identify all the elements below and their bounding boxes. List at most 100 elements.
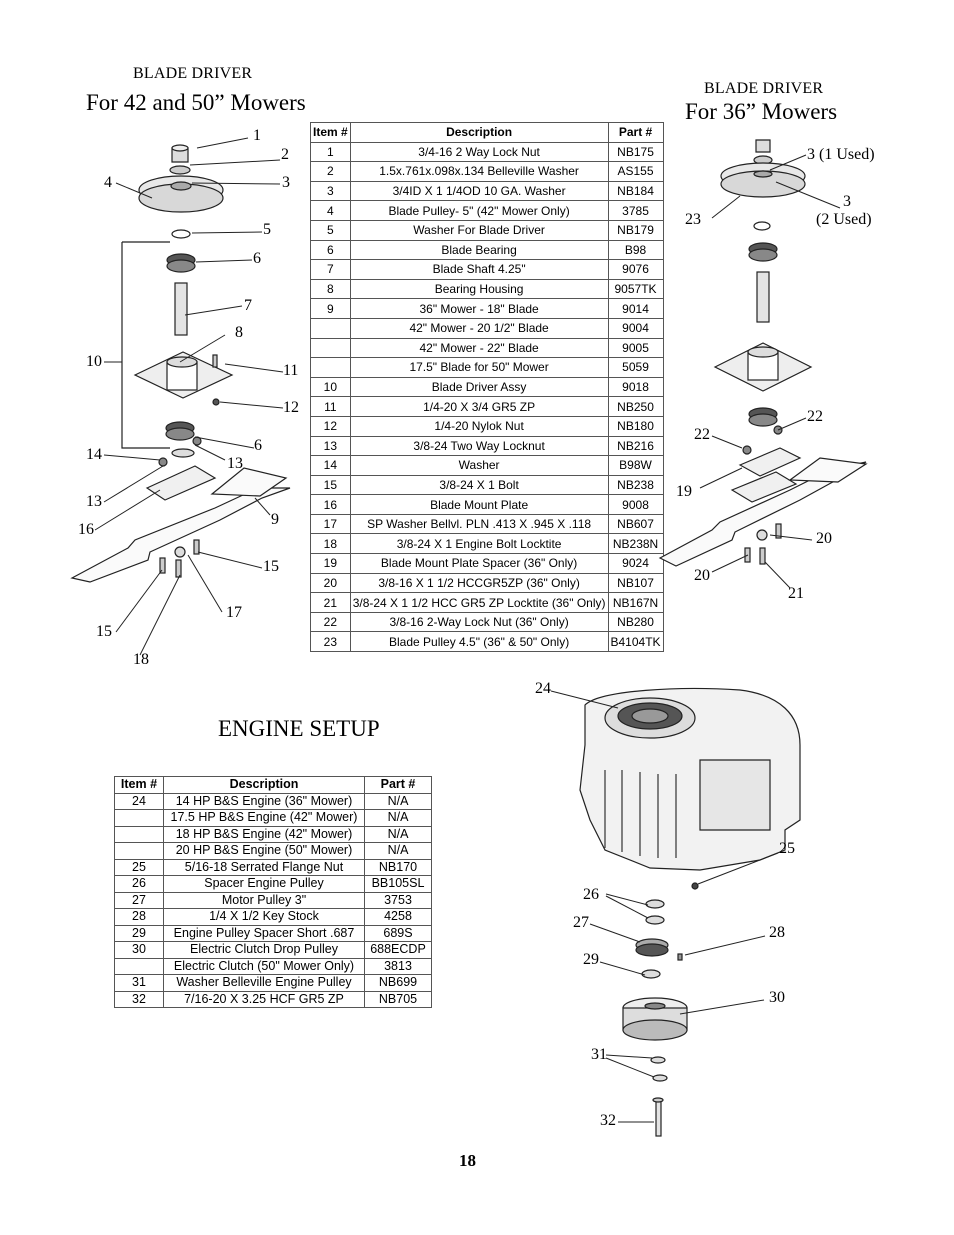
left-header-title: For 42 and 50” Mowers (86, 90, 306, 115)
blade-table-part-number: NB216 (607, 435, 664, 457)
callout-5: 5 (263, 221, 271, 238)
callout-2: 2 (281, 146, 289, 163)
engine-table-description: 20 HP B&S Engine (50" Mower) (163, 842, 365, 860)
right-callout-leaders (699, 154, 841, 589)
callout-13b: 13 (86, 493, 102, 510)
engine-diagram (579, 687, 801, 1137)
right-header-line1: BLADE DRIVER (704, 80, 824, 97)
callout-24: 24 (535, 680, 551, 697)
blade-table-part-number: B4104TK (607, 631, 664, 653)
engine-table-description: Spacer Engine Pulley (163, 875, 365, 893)
callout-29: 29 (583, 951, 599, 968)
engine-table-part-number: NB170 (364, 858, 432, 876)
engine-table-description: 1/4 X 1/2 Key Stock (163, 908, 365, 926)
callout-r3-one-used: 3 (1 Used) (807, 146, 875, 163)
right-header-title: For 36” Mowers (685, 99, 838, 124)
callout-r3: 3 (843, 193, 851, 210)
left-header-line1: BLADE DRIVER (133, 65, 253, 82)
blade-table-part-number: NB180 (607, 415, 664, 437)
blade-table-description: Blade Mount Plate (349, 494, 609, 515)
callout-22b: 22 (694, 426, 710, 443)
blade-table-description: 36" Mower - 18" Blade (349, 298, 609, 319)
engine-table-part-number: 3813 (364, 957, 432, 975)
callout-4: 4 (104, 174, 112, 191)
blade-table-description: 3/8-24 X 1 Engine Bolt Locktite (349, 533, 609, 555)
blade-table-description: Blade Pulley 4.5" (36" & 50" Only) (349, 631, 609, 653)
blade-table-part-number: 9057TK (607, 278, 664, 300)
left-callout-leaders (94, 137, 284, 656)
engine-table-part-number: NB705 (364, 990, 432, 1008)
page-number: 18 (459, 1151, 476, 1170)
blade-table-description: Blade Mount Plate Spacer (36" Only) (349, 553, 609, 574)
blade-table-item-number: 20 (310, 572, 351, 594)
callout-3: 3 (282, 174, 290, 191)
engine-table-item-number: 32 (114, 990, 164, 1008)
blade-table-description: 1.5x.761x.098x.134 Belleville Washer (349, 161, 609, 182)
callout-20b: 20 (694, 567, 710, 584)
engine-table-description: 7/16-20 X 3.25 HCF GR5 ZP (163, 990, 365, 1008)
callout-15b: 15 (96, 623, 112, 640)
blade-table-part-number: NB184 (607, 180, 664, 202)
callout-19: 19 (676, 483, 692, 500)
blade-table-item-number: 12 (310, 415, 351, 437)
callout-8: 8 (235, 324, 243, 341)
callout-31: 31 (591, 1046, 607, 1063)
blade-table-part-number: 9014 (607, 298, 664, 319)
blade-table-description: Bearing Housing (349, 278, 609, 300)
engine-table-part-number: NB699 (364, 974, 432, 992)
engine-table-part-number: 4258 (364, 908, 432, 926)
blade-table-part-number: NB167N (607, 592, 664, 613)
engine-table-row: 18 HP B&S Engine (42" Mower)N/A (114, 825, 432, 843)
callout-16: 16 (78, 521, 94, 538)
callout-7: 7 (244, 297, 252, 314)
callout-21: 21 (788, 585, 804, 602)
callout-17: 17 (226, 604, 242, 621)
blade-table-part-number: NB238N (607, 533, 664, 555)
blade-table-part-number: NB107 (607, 572, 664, 594)
engine-table-part-number: N/A (364, 792, 432, 810)
left-blade-driver-diagram (70, 144, 291, 583)
callout-14: 14 (86, 446, 102, 463)
callout-22: 22 (807, 408, 823, 425)
engine-setup-title: ENGINE SETUP (218, 716, 380, 741)
callout-20: 20 (816, 530, 832, 547)
blade-table-item-number: 18 (310, 533, 351, 555)
blade-table-description: 3/8-24 X 1 1/2 HCC GR5 ZP Locktite (36" … (349, 592, 609, 613)
blade-table-part-number: NB238 (607, 474, 664, 496)
callout-18: 18 (133, 651, 149, 668)
callout-1: 1 (253, 127, 261, 144)
callout-6b: 6 (254, 437, 262, 454)
blade-table-part-number: NB250 (607, 396, 664, 417)
callout-26: 26 (583, 886, 599, 903)
callout-13: 13 (227, 455, 243, 472)
callout-10: 10 (86, 353, 102, 370)
blade-table-description: 1/4-20 X 3/4 GR5 ZP (349, 396, 609, 417)
right-blade-driver-diagram (658, 139, 868, 567)
engine-table-part-number: 689S (364, 924, 432, 942)
callout-6: 6 (253, 250, 261, 267)
engine-table-description: Electric Clutch (50" Mower Only) (163, 957, 365, 975)
callout-12: 12 (283, 399, 299, 416)
callout-27: 27 (573, 914, 589, 931)
callout-30: 30 (769, 989, 785, 1006)
